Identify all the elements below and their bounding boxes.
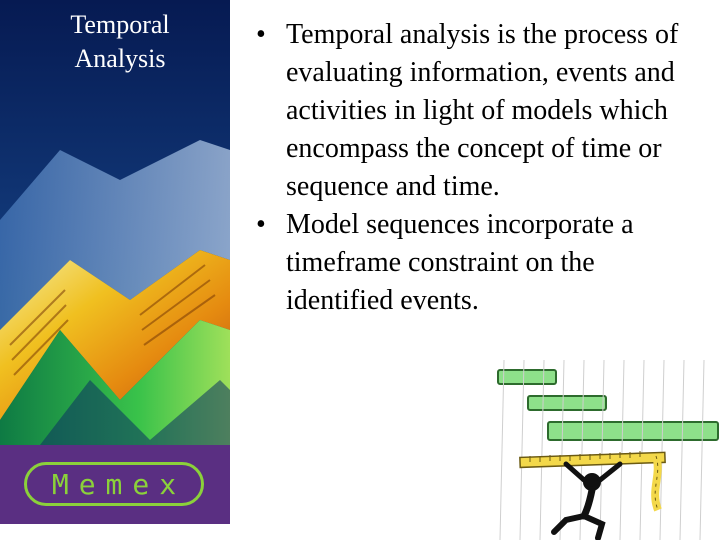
bullet-item: Temporal analysis is the process of eval… — [254, 16, 704, 206]
bullet-list: Temporal analysis is the process of eval… — [254, 16, 704, 320]
main-content: Temporal analysis is the process of eval… — [254, 16, 704, 320]
section-title-line-1: Temporal — [70, 10, 170, 39]
chart-graphic — [0, 0, 230, 445]
section-title-line-2: Analysis — [74, 44, 166, 73]
section-title: Temporal Analysis — [0, 8, 230, 76]
gantt-bars-clipart — [497, 360, 719, 540]
bullet-item: Model sequences incorporate a timeframe … — [254, 206, 704, 320]
brand-label: Memex — [51, 467, 187, 501]
sidebar-panel: Temporal Analysis Memex — [0, 0, 230, 524]
person-lifting-clipart — [519, 451, 666, 540]
memex-logo: Memex — [24, 462, 204, 506]
gantt-bars — [497, 369, 719, 441]
